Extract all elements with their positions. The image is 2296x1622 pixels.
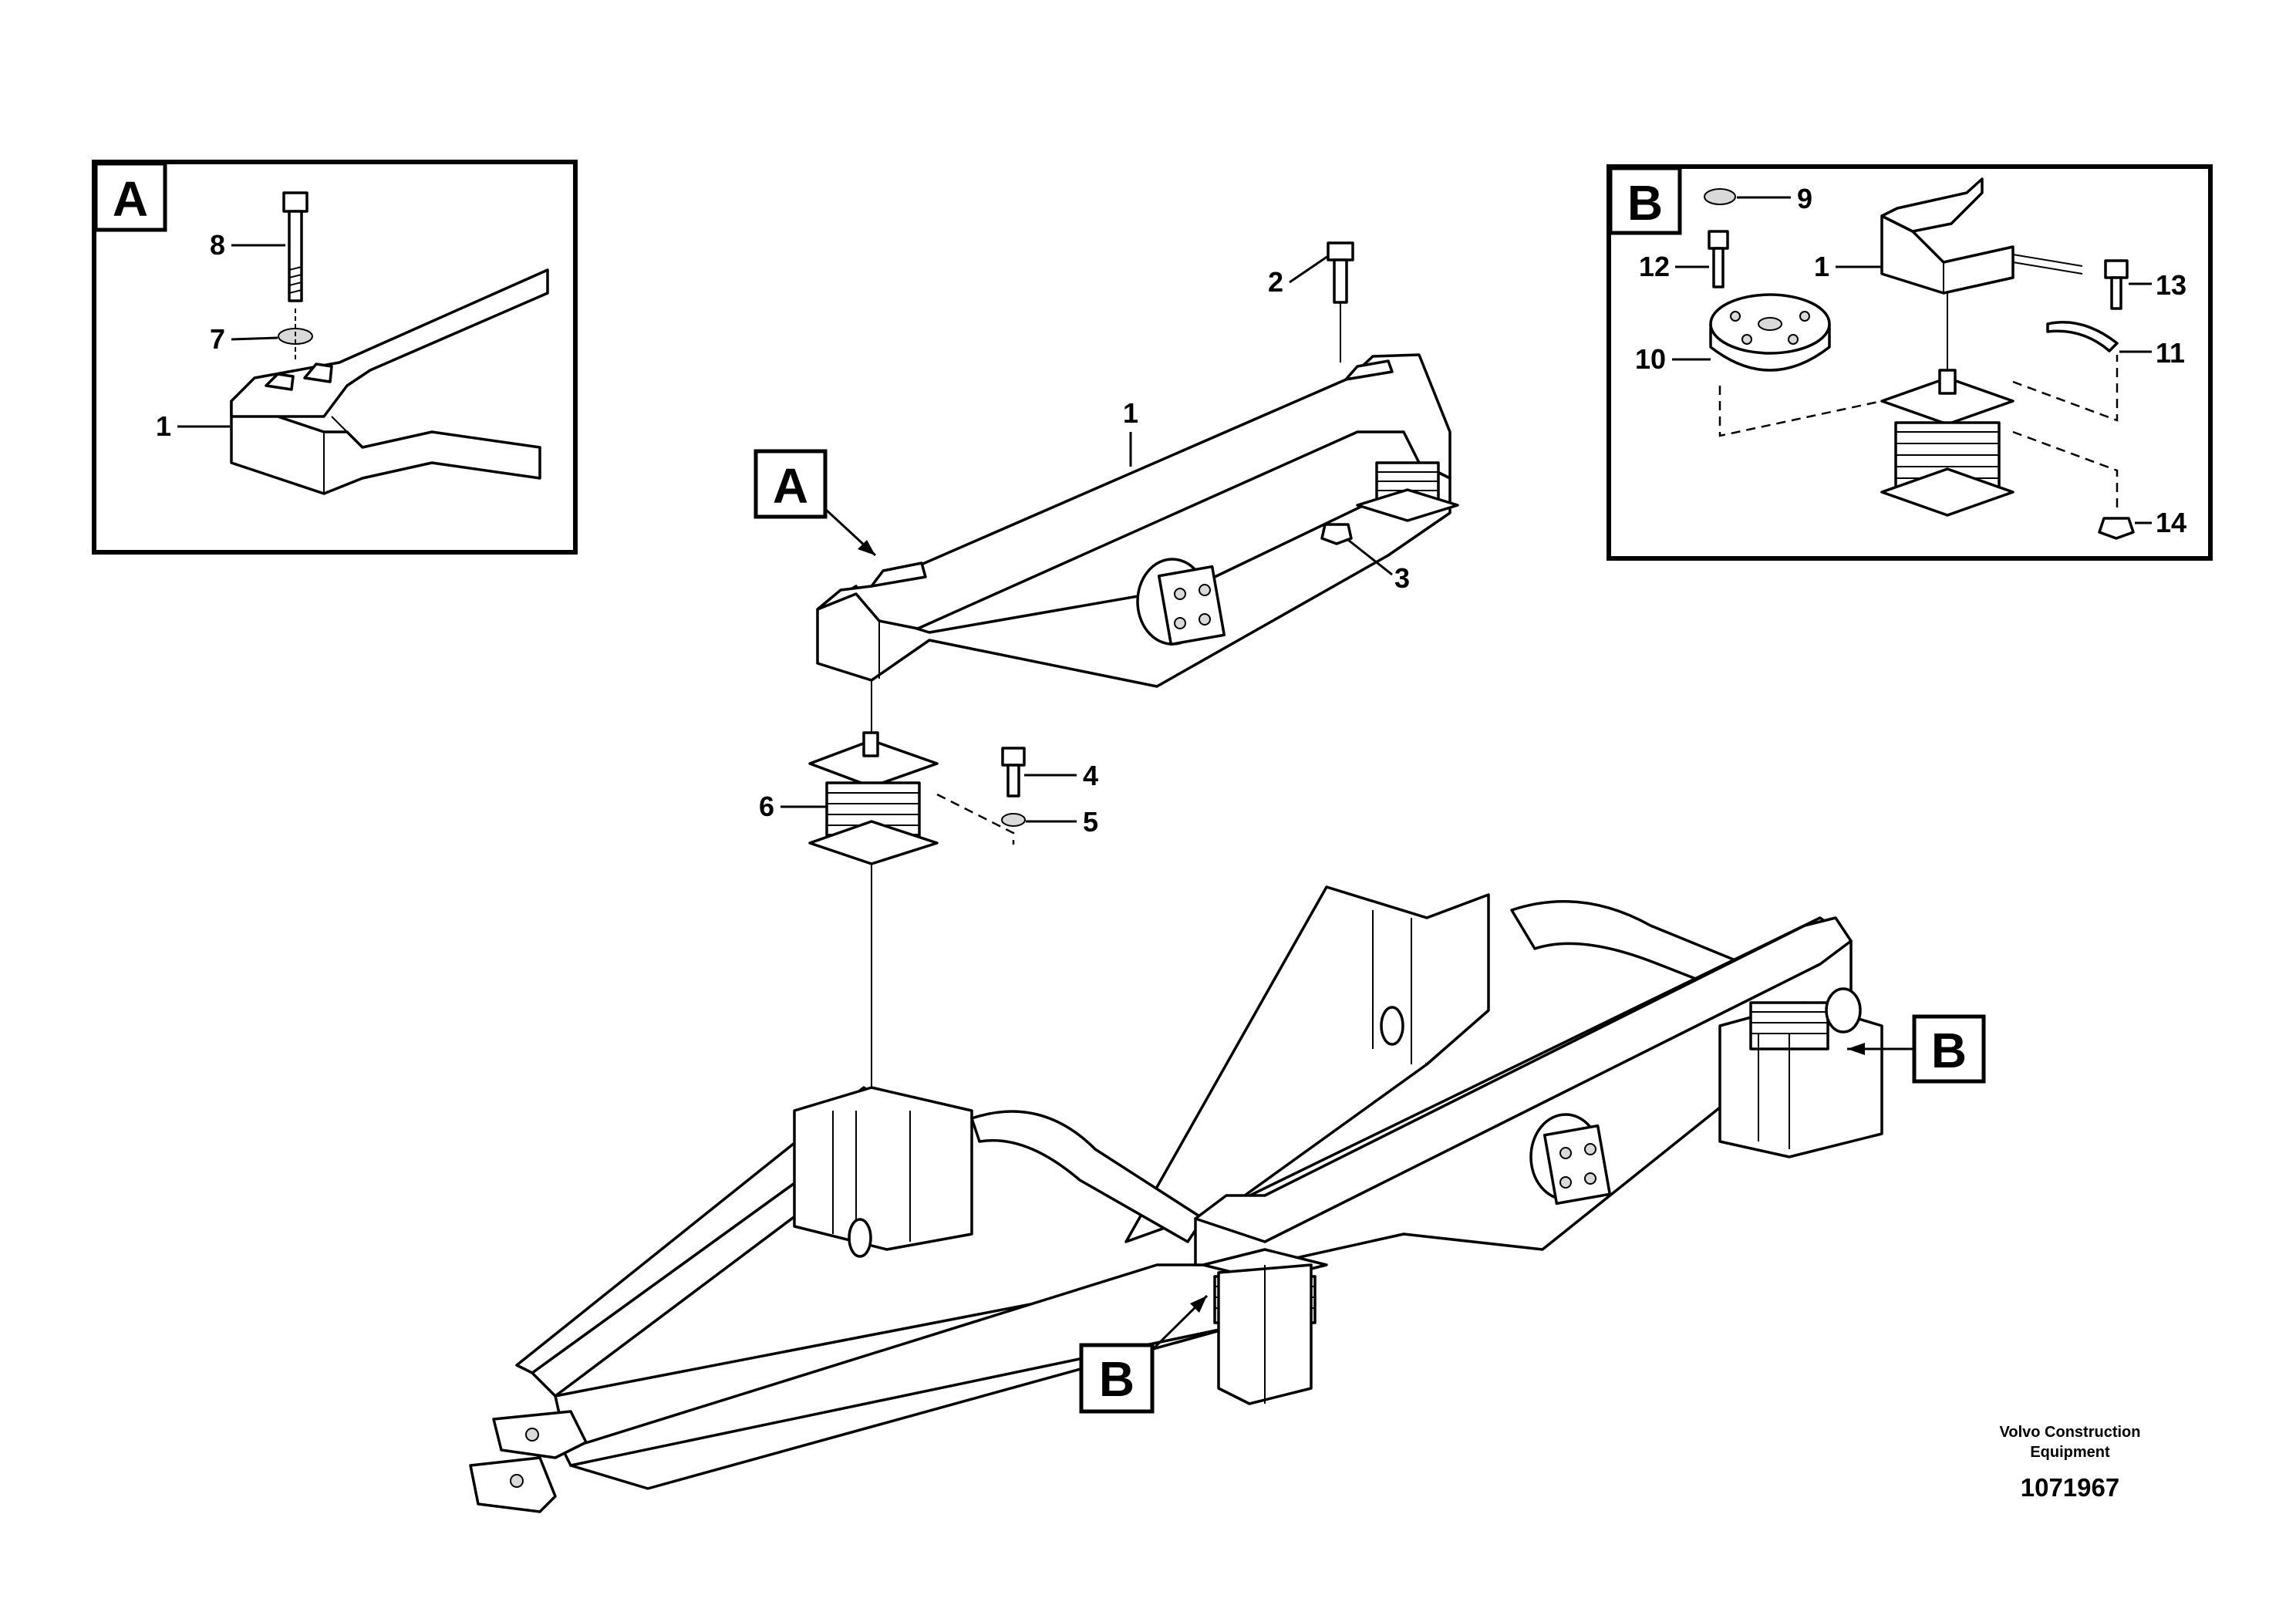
callout-main-5: 5 [1083, 806, 1098, 838]
callout-a-7: 7 [210, 323, 225, 355]
rubber-mount-6 [808, 679, 939, 1118]
main-tag-b-bottom-box [1079, 1343, 1155, 1414]
bogie-frame [469, 885, 1883, 1513]
main-tag-b-right-box [1912, 1014, 1986, 1084]
detail-b-plate [1709, 293, 1831, 372]
detail-a-tag: A [113, 171, 148, 227]
detail-b-cap-screw [1708, 230, 1729, 288]
washer-5 [1001, 813, 1026, 827]
callout-b-12: 12 [1639, 251, 1670, 282]
main-tag-a: A [773, 458, 808, 514]
detail-b-frame-bracket [1880, 177, 2083, 295]
callout-main-1: 1 [1123, 397, 1138, 429]
bolt-4 [1001, 747, 1026, 798]
callout-a-1: 1 [156, 410, 171, 442]
detail-a-crossbeam [230, 268, 549, 495]
callout-b-9: 9 [1797, 183, 1812, 214]
footer: Volvo Construction Equipment 1071967 [2000, 1424, 2141, 1502]
company-line-2: Equipment [2030, 1444, 2110, 1461]
callout-main-2: 2 [1268, 266, 1283, 298]
detail-b-nut [2098, 517, 2135, 540]
detail-b-clip [2046, 321, 2119, 352]
callout-main-6: 6 [759, 791, 774, 822]
detail-b-rubber-mount [1880, 293, 2014, 517]
main-tag-b-right: B [1931, 1023, 1967, 1078]
detail-b-tag: B [1627, 175, 1663, 231]
callout-main-3: 3 [1394, 562, 1410, 594]
upper-rear-mount [1356, 461, 1459, 522]
detail-b-flange-bolt [2104, 259, 2129, 310]
company-line-1: Volvo Construction [2000, 1424, 2141, 1441]
detail-a-inset: A 8 7 1 [92, 160, 578, 555]
upper-crossbeam [816, 353, 1451, 688]
callout-b-1: 1 [1814, 251, 1829, 282]
detail-b-washer [1704, 188, 1736, 205]
detail-b-inset: B [1607, 164, 2213, 561]
detail-b-tag-box [1608, 166, 1682, 235]
main-tag-b-bottom: B [1099, 1351, 1135, 1407]
callout-b-10: 10 [1635, 343, 1666, 375]
nut-3 [1320, 523, 1353, 545]
main-tag-a-box [754, 449, 828, 519]
main-assembly: 1 2 3 4 5 6 A B B [469, 241, 1986, 1513]
callout-a-8: 8 [210, 229, 225, 261]
callout-b-11: 11 [2156, 337, 2185, 369]
doc-number: 1071967 [2021, 1473, 2119, 1502]
callout-b-14: 14 [2156, 507, 2186, 538]
bolt-2 [1327, 241, 1354, 363]
callout-main-4: 4 [1083, 760, 1098, 791]
callout-b-13: 13 [2156, 269, 2186, 301]
detail-a-bolt [282, 191, 308, 302]
detail-a-tag-box [93, 161, 167, 232]
